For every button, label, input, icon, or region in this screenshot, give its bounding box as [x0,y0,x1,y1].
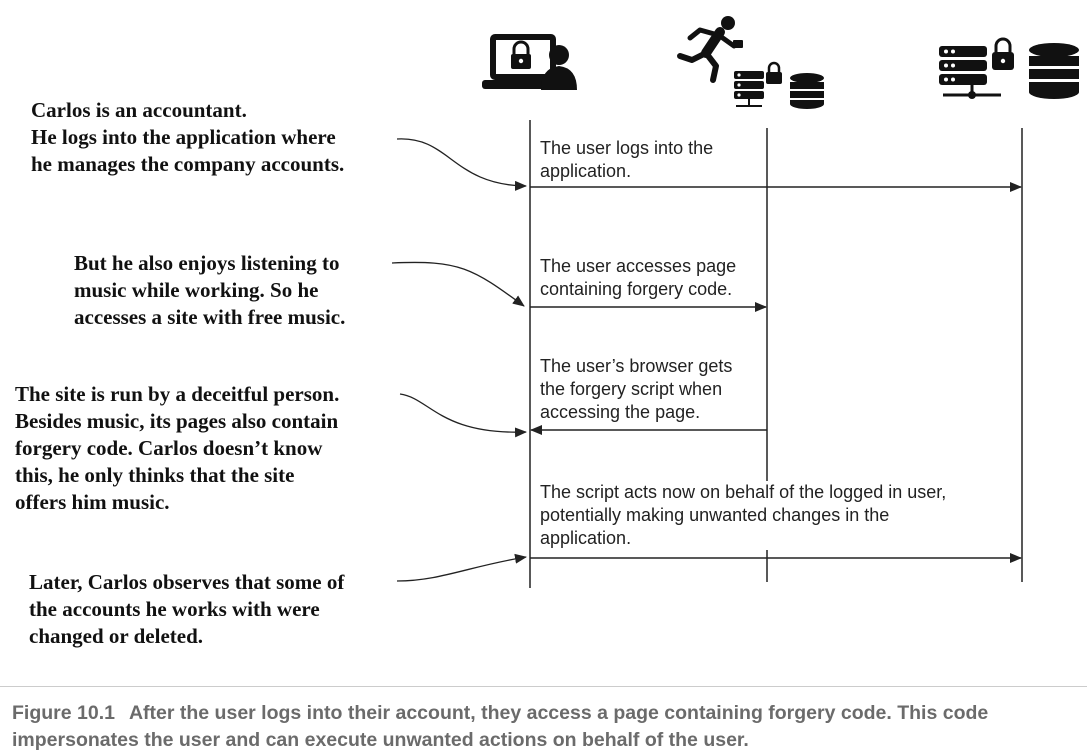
message-line: accessing the page. [540,402,701,422]
caption-divider [0,686,1087,687]
note-consequence: Later, Carlos observes that some of the … [29,569,344,650]
connector-note-2 [391,261,525,307]
note-music-site: But he also enjoys listening to music wh… [74,250,345,331]
note-line: accesses a site with free music. [74,305,346,329]
note-line: But he also enjoys listening to [74,251,340,275]
note-line: Carlos is an accountant. [31,98,247,122]
message-label-access-page: The user accesses page containing forger… [540,255,736,301]
note-deceitful-site: The site is run by a deceitful person. B… [15,381,339,516]
connector-note-1 [396,138,527,191]
figure-caption-text: After the user logs into their account, … [12,702,989,751]
note-line: Besides music, its pages also contain [15,409,339,433]
figure-label: Figure 10.1 [12,702,115,724]
message-line: application. [540,528,632,548]
running-thief-server-database-icon [677,16,824,109]
note-line: forgery code. Carlos doesn’t know [15,436,323,460]
note-line: this, he only thinks that the site [15,463,295,487]
sequence-diagram [391,16,1079,588]
note-line: changed or deleted. [29,624,204,648]
note-line: The site is run by a deceitful person. [15,382,340,406]
message-line: the forgery script when [540,379,723,399]
laptop-lock-user-icon [482,34,577,90]
note-line: music while working. So he [74,278,319,302]
message-line: containing forgery code. [540,279,733,299]
note-line: offers him music. [15,490,170,514]
locked-server-database-icon [939,37,1079,99]
message-line: potentially making unwanted changes in t… [540,505,890,525]
message-line: The user logs into the [540,138,714,158]
message-line: The script acts now on behalf of the log… [540,482,947,502]
message-label-script-acts: The script acts now on behalf of the log… [540,481,951,550]
message-label-login: The user logs into the application. [540,137,713,183]
message-line: The user accesses page [540,256,737,276]
note-line: He logs into the application where [31,125,336,149]
message-label-get-script: The user’s browser gets the forgery scri… [540,355,732,424]
note-line: Later, Carlos observes that some of [29,570,345,594]
note-line: the accounts he works with were [29,597,320,621]
connector-note-4 [396,553,527,582]
note-login: Carlos is an accountant. He logs into th… [31,97,344,178]
message-line: application. [540,161,632,181]
note-line: he manages the company accounts. [31,152,345,176]
message-line: The user’s browser gets [540,356,733,376]
connector-note-3 [399,393,527,438]
